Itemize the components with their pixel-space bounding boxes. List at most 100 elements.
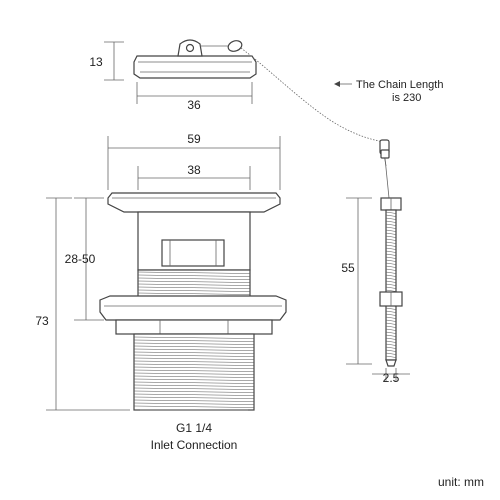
cap-height-label: 13 bbox=[89, 55, 103, 69]
thread-line bbox=[385, 247, 397, 250]
thread-line bbox=[385, 226, 397, 229]
chain-note-line1: The Chain Length bbox=[356, 79, 443, 91]
thread-line bbox=[385, 211, 397, 214]
thread-line bbox=[133, 390, 255, 393]
thread-line bbox=[385, 334, 397, 337]
thread-line bbox=[133, 381, 255, 384]
chain bbox=[200, 40, 390, 199]
thread-line bbox=[385, 277, 397, 280]
thread-line bbox=[385, 316, 397, 319]
thread-line bbox=[137, 280, 251, 283]
thread-line bbox=[133, 369, 255, 372]
thread-line bbox=[385, 238, 397, 241]
thread-line bbox=[133, 348, 255, 351]
thread-line bbox=[133, 384, 255, 387]
thread-line bbox=[385, 313, 397, 316]
thread-line bbox=[385, 331, 397, 334]
flange-width-label: 59 bbox=[187, 132, 201, 146]
thread-line bbox=[385, 262, 397, 265]
thread-line bbox=[385, 283, 397, 286]
thread-line bbox=[137, 271, 251, 274]
thread-line bbox=[385, 256, 397, 259]
thread-line bbox=[385, 271, 397, 274]
thread-line bbox=[133, 351, 255, 354]
thread-line bbox=[385, 352, 397, 355]
thread-line bbox=[137, 274, 251, 277]
inner-width-label: 38 bbox=[187, 163, 201, 177]
thread-line bbox=[137, 283, 251, 286]
thread-line bbox=[137, 292, 251, 295]
thread-size-label: G1 1/4 bbox=[176, 421, 212, 435]
thread-line bbox=[385, 310, 397, 313]
cap-height-dimension: 13 bbox=[89, 41, 124, 81]
thread-line bbox=[385, 259, 397, 262]
thread-line bbox=[385, 265, 397, 268]
chain-note-line2: is 230 bbox=[392, 92, 421, 104]
stopper-cap bbox=[133, 39, 257, 79]
thread-line bbox=[133, 378, 255, 381]
thread-line bbox=[385, 253, 397, 256]
thread-line bbox=[133, 345, 255, 348]
thread-line bbox=[133, 402, 255, 405]
thread-line bbox=[133, 366, 255, 369]
thread-line bbox=[133, 360, 255, 363]
thread-line bbox=[133, 396, 255, 399]
thread-line bbox=[385, 346, 397, 349]
thread-line bbox=[133, 372, 255, 375]
adjust-height-label: 28-50 bbox=[65, 252, 96, 266]
thread-line bbox=[385, 250, 397, 253]
thread-line bbox=[385, 328, 397, 331]
cap-width-dimension: 36 bbox=[136, 82, 253, 112]
thread-line bbox=[133, 339, 255, 342]
inlet-connection-label: Inlet Connection bbox=[151, 438, 238, 452]
thread-line bbox=[133, 393, 255, 396]
waste-body bbox=[99, 192, 287, 411]
thread-line bbox=[133, 342, 255, 345]
threaded-rod bbox=[379, 197, 403, 367]
thread-line bbox=[385, 241, 397, 244]
thread-line bbox=[133, 336, 255, 339]
thread-line bbox=[385, 325, 397, 328]
thread-line bbox=[137, 289, 251, 292]
adjust-height-dimension: 28-50 bbox=[65, 197, 104, 321]
thread-line bbox=[385, 355, 397, 358]
thread-line bbox=[385, 229, 397, 232]
rod-diameter-dimension: 2.5 bbox=[372, 368, 410, 385]
thread-line bbox=[385, 337, 397, 340]
thread-line bbox=[133, 375, 255, 378]
thread-line bbox=[385, 307, 397, 310]
thread-line bbox=[133, 387, 255, 390]
thread-line bbox=[385, 223, 397, 226]
thread-line bbox=[385, 220, 397, 223]
overall-height-dimension: 73 bbox=[35, 197, 130, 411]
thread-line bbox=[137, 286, 251, 289]
thread-line bbox=[137, 277, 251, 280]
thread-line bbox=[385, 235, 397, 238]
thread-line bbox=[385, 289, 397, 292]
thread-line bbox=[133, 363, 255, 366]
thread-line bbox=[385, 322, 397, 325]
inner-width-dimension: 38 bbox=[137, 163, 251, 190]
thread-line bbox=[385, 349, 397, 352]
thread-line bbox=[385, 286, 397, 289]
thread-line bbox=[385, 214, 397, 217]
thread-line bbox=[385, 232, 397, 235]
unit-label: unit: mm bbox=[438, 475, 484, 489]
thread-line bbox=[385, 244, 397, 247]
rod-length-label: 55 bbox=[341, 261, 355, 275]
thread-line bbox=[385, 343, 397, 346]
thread-line bbox=[385, 319, 397, 322]
flange-width-dimension: 59 bbox=[107, 132, 281, 190]
overall-height-label: 73 bbox=[35, 314, 49, 328]
thread-line bbox=[133, 357, 255, 360]
thread-line bbox=[385, 217, 397, 220]
thread-line bbox=[133, 354, 255, 357]
rod-diameter-label: 2.5 bbox=[383, 371, 400, 385]
thread-line bbox=[133, 399, 255, 402]
thread-line bbox=[385, 274, 397, 277]
thread-line bbox=[385, 340, 397, 343]
cap-width-label: 36 bbox=[187, 98, 201, 112]
chain-length-note: The Chain Length is 230 bbox=[334, 79, 443, 104]
rod-length-dimension: 55 bbox=[341, 197, 372, 365]
